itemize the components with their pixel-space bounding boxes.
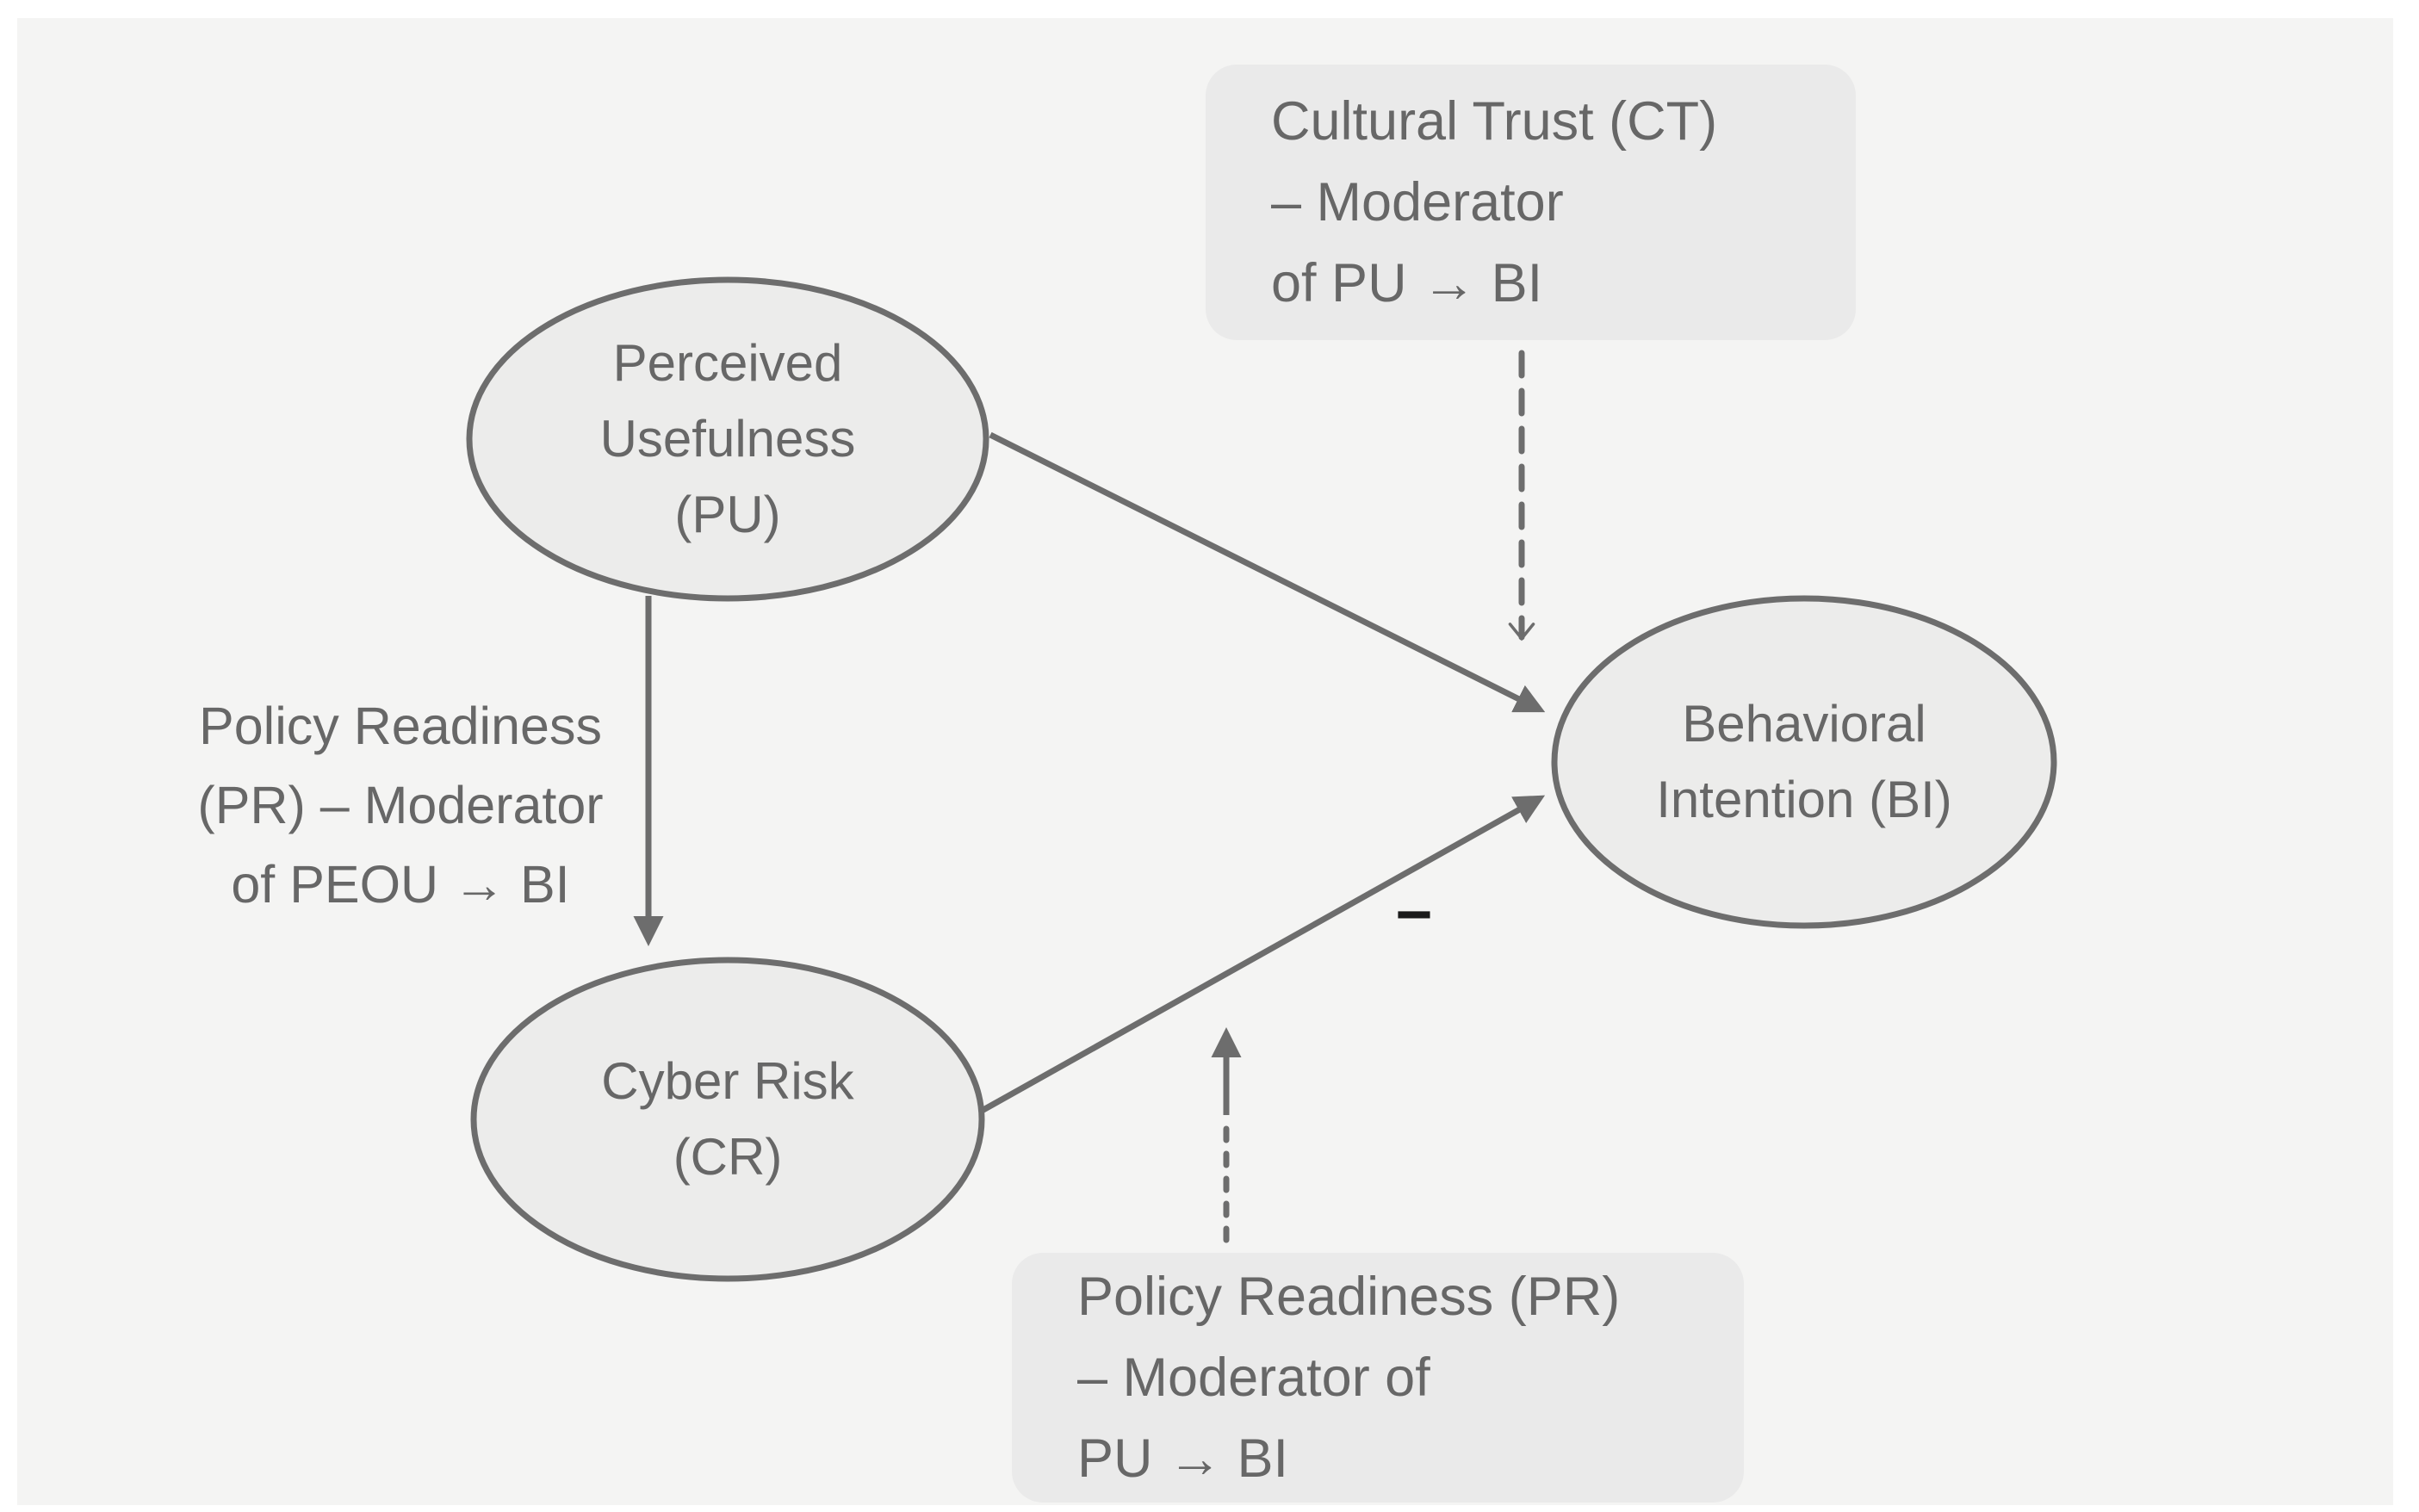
policy-readiness-moderator-box: [1012, 1253, 1744, 1503]
ct-line-2: – Moderator: [1271, 172, 1564, 232]
ct-line-3: of PU → BI: [1271, 253, 1543, 313]
ct-line-1: Cultural Trust (CT): [1271, 91, 1718, 152]
policy-readiness-moderator-label: Policy Readiness (PR) – Moderator of PU …: [1012, 1253, 1744, 1503]
cr-line-2: (CR): [673, 1128, 783, 1186]
behavioral-intention-label: Behavioral Intention (BI): [1554, 598, 2054, 926]
pu-line-2: Usefulness: [599, 410, 856, 468]
pu-line-3: (PU): [674, 486, 781, 543]
bi-line-1: Behavioral: [1682, 695, 1926, 753]
edge-cr-to-bi: [980, 795, 1546, 1114]
prb-line-1: Policy Readiness (PR): [1077, 1267, 1621, 1327]
policy-readiness-peou-annotation: Policy Readiness (PR) – Moderator of PEO…: [138, 680, 663, 930]
float-line-2: (PR) – Moderator: [197, 776, 604, 834]
cyber-risk-label: Cyber Risk (CR): [474, 960, 982, 1279]
prb-line-3: PU → BI: [1077, 1428, 1289, 1489]
node-behavioral-intention: [1551, 595, 2057, 929]
pu-line-1: Perceived: [612, 334, 843, 392]
prb-line-2: – Moderator of: [1077, 1348, 1430, 1408]
bi-line-2: Intention (BI): [1656, 771, 1952, 828]
perceived-usefulness-label: Perceived Usefulness (PU): [469, 280, 986, 598]
node-perceived-usefulness: [466, 276, 989, 602]
edge-pu-to-bi: [989, 431, 1546, 713]
node-cyber-risk: [470, 957, 985, 1282]
cr-line-1: Cyber Risk: [601, 1052, 854, 1110]
negative-effect-sign: −: [1395, 878, 1433, 950]
cultural-trust-moderator-box: [1206, 65, 1856, 340]
cultural-trust-moderator-label: Cultural Trust (CT) – Moderator of PU → …: [1206, 65, 1856, 340]
float-line-1: Policy Readiness: [199, 697, 602, 755]
float-line-3: of PEOU → BI: [231, 855, 570, 914]
